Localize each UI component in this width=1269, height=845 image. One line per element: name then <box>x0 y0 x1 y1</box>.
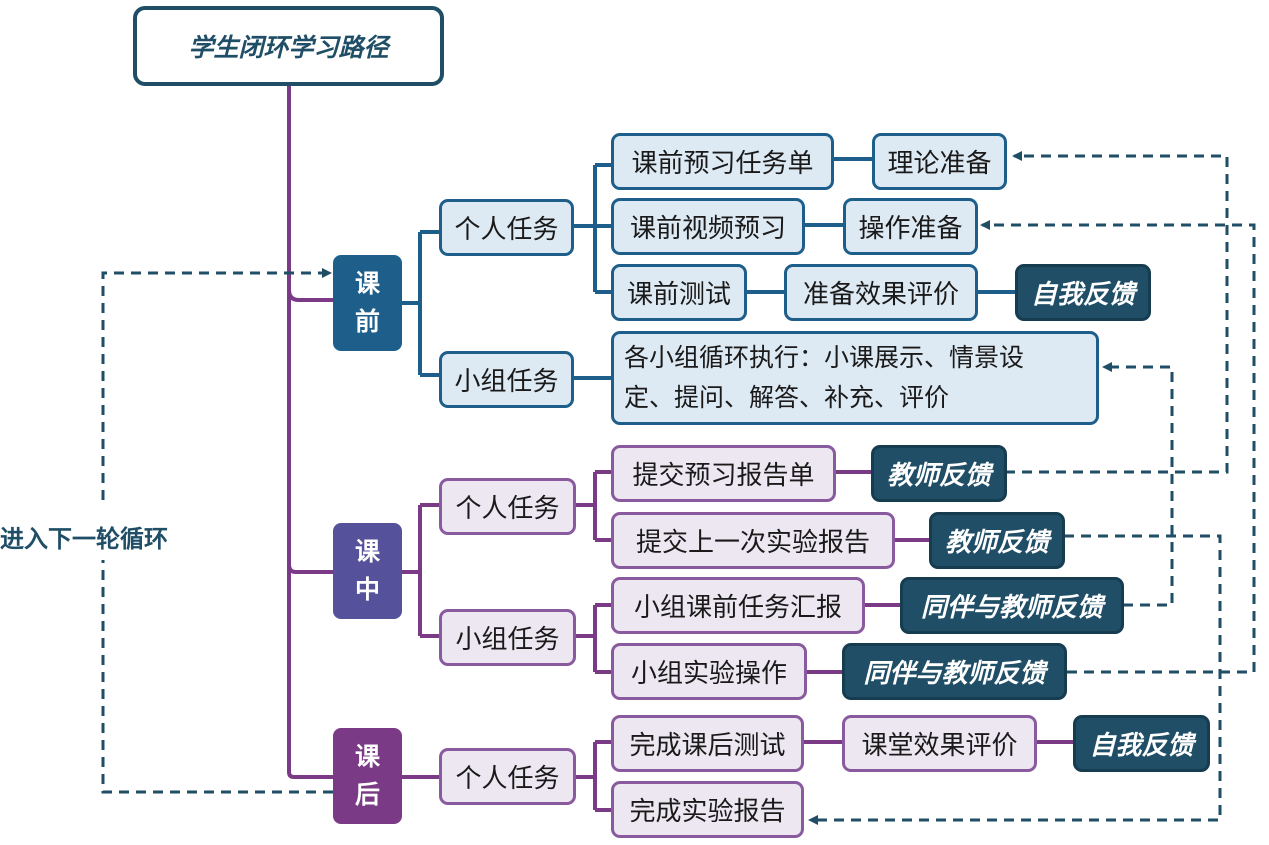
stage-pre-class: 课 前 <box>333 255 402 351</box>
feedback-arrow-peer-to-group-task <box>1102 362 1174 607</box>
group-cycle-task-text: 各小组循环执行：小课展示、情景设 定、提问、解答、补充、评价 <box>624 338 1024 418</box>
operation-preparation: 操作准备 <box>843 198 978 255</box>
mid-group-branches <box>575 603 614 674</box>
teacher-feedback-1: 教师反馈 <box>871 445 1007 502</box>
teacher-feedback-2: 教师反馈 <box>929 512 1065 569</box>
complete-lab-report: 完成实验报告 <box>611 781 804 838</box>
feedback-arrow-teacher-to-report <box>808 534 1222 825</box>
submit-preview-report: 提交预习报告单 <box>611 445 836 502</box>
peer-teacher-feedback-1: 同伴与教师反馈 <box>900 577 1124 634</box>
pre-individual-branches <box>573 163 614 294</box>
post-individual-branches <box>575 740 614 812</box>
stage-pre-char-2: 前 <box>354 307 380 336</box>
submit-last-lab-report: 提交上一次实验报告 <box>611 512 895 569</box>
complete-post-test: 完成课后测试 <box>611 715 804 772</box>
peer-teacher-feedback-2: 同伴与教师反馈 <box>842 643 1067 700</box>
pre-individual-task: 个人任务 <box>439 199 574 256</box>
pre-item-links <box>745 157 1018 294</box>
stage-mid-char-2: 中 <box>354 575 380 604</box>
group-cycle-line-1: 各小组循环执行：小课展示、情景设 <box>624 343 1025 372</box>
pre-group-task: 小组任务 <box>439 351 574 408</box>
stage-in-class: 课 中 <box>333 523 402 619</box>
post-individual-task: 个人任务 <box>439 748 576 805</box>
stage-pre-char-1: 课 <box>354 269 380 298</box>
theory-preparation: 理论准备 <box>872 133 1007 190</box>
self-feedback-pre: 自我反馈 <box>1015 264 1151 321</box>
stage-post-class: 课 后 <box>333 728 402 824</box>
pre-stage-branches <box>402 230 442 377</box>
loop-label: 进入下一轮循环 <box>0 524 168 553</box>
stage-mid-char-1: 课 <box>354 537 380 566</box>
mid-stage-branches <box>402 503 442 638</box>
group-lab-operation: 小组实验操作 <box>611 643 807 700</box>
stage-post-char-1: 课 <box>354 742 380 771</box>
stage-post-char-2: 后 <box>354 780 380 809</box>
loop-arrow <box>101 273 333 794</box>
diagram-title: 学生闭环学习路径 <box>133 6 444 86</box>
trunk-line <box>287 86 336 779</box>
feedback-arrow-peer-to-operation <box>980 220 1256 674</box>
trunk-to-mid <box>287 564 336 574</box>
class-effect-evaluation: 课堂效果评价 <box>842 715 1037 772</box>
pre-video-preview: 课前视频预习 <box>611 198 805 255</box>
self-feedback-post: 自我反馈 <box>1073 715 1210 772</box>
feedback-arrow-teacher-to-theory <box>1005 151 1229 474</box>
group-task-report: 小组课前任务汇报 <box>611 577 865 634</box>
mid-individual-branches <box>575 470 614 542</box>
preparation-evaluation: 准备效果评价 <box>784 264 978 321</box>
pre-class-test: 课前测试 <box>611 264 747 321</box>
mid-item-links <box>806 470 932 674</box>
group-cycle-line-2: 定、提问、解答、补充、评价 <box>624 383 950 412</box>
pre-preview-worksheet: 课前预习任务单 <box>611 133 834 190</box>
mid-group-task: 小组任务 <box>439 609 576 666</box>
group-cycle-task: 各小组循环执行：小课展示、情景设 定、提问、解答、补充、评价 <box>611 331 1099 425</box>
trunk-to-pre <box>287 289 336 302</box>
mid-individual-task: 个人任务 <box>439 478 576 535</box>
